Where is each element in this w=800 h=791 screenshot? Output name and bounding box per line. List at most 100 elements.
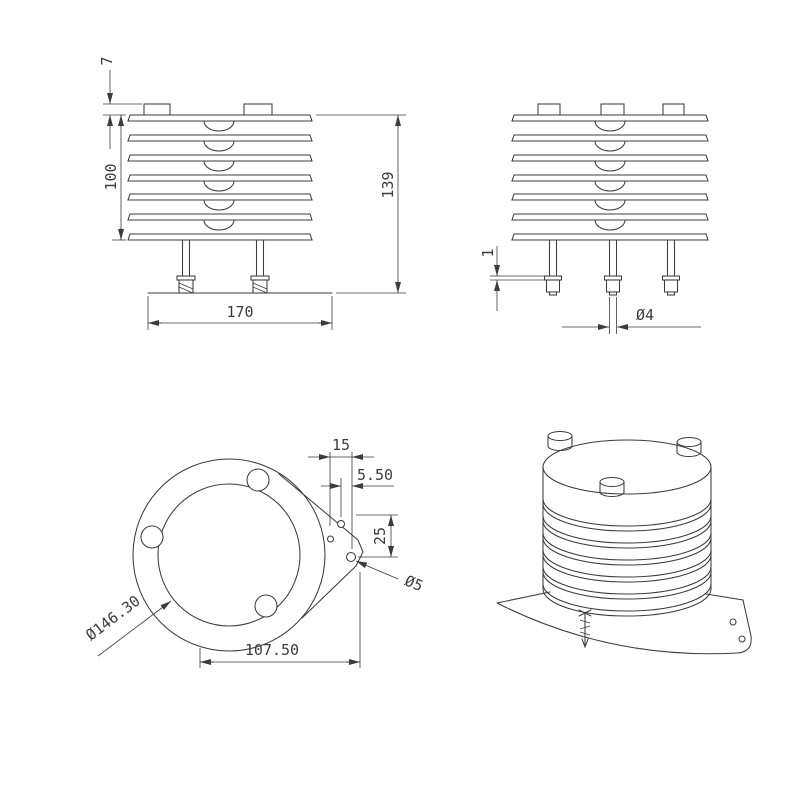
louver-rim: [542, 571, 712, 600]
leader-line: [355, 560, 399, 580]
louver-plate: [127, 233, 313, 241]
knob-base: [676, 451, 702, 458]
dim-shield-height: 100: [102, 115, 126, 241]
nut: [545, 279, 561, 293]
louver-plate: [127, 174, 313, 182]
louver-rim: [542, 515, 712, 544]
top-plate-ellipse: [542, 439, 712, 495]
louver-arc: [203, 199, 235, 211]
louver-rim: [542, 520, 712, 549]
dim-cap-height: 7: [98, 56, 142, 149]
bracket-hole: [336, 519, 346, 529]
plate-outline: [496, 591, 551, 604]
dim-label-washer-thickness: 1: [479, 248, 497, 257]
louver-arc: [203, 160, 235, 172]
bracket-edge: [278, 473, 359, 541]
louver-rim: [542, 583, 712, 612]
dim-bolt-diameter: Ø4: [562, 297, 701, 334]
isometric-view: [496, 430, 752, 655]
louver-rim: [542, 537, 712, 566]
cap: [537, 103, 561, 116]
louver-plate: [127, 114, 313, 122]
washer: [543, 275, 563, 281]
louver-plate: [127, 213, 313, 221]
front-view: 7 100 139 170: [98, 56, 406, 330]
dim-label-hole-offset: 5.50: [357, 466, 393, 484]
dim-label-base-width: 170: [226, 303, 253, 321]
cap: [662, 103, 685, 116]
nut: [178, 279, 194, 294]
dim-label-tip-to-hole: 15: [332, 436, 350, 454]
bolt-shaft: [666, 239, 676, 296]
louver-arc: [594, 199, 626, 211]
plate-outline: [705, 593, 752, 637]
knob: [599, 476, 625, 498]
plate-outline: [736, 635, 752, 654]
inner-circle: [157, 483, 301, 627]
top-view: 15 5.50 25 Ø5 Ø146.30: [82, 436, 426, 668]
dim-label-cap-height: 7: [98, 56, 116, 65]
nut: [252, 279, 268, 294]
louver-plate: [511, 213, 709, 221]
plate-hole: [729, 618, 737, 626]
knob-top: [547, 430, 573, 442]
bracket-edge: [301, 565, 357, 619]
louver-arc: [203, 180, 235, 192]
louver-arc: [594, 160, 626, 172]
dim-label-hole-diameter: Ø5: [402, 572, 426, 596]
bolt-shaft: [548, 239, 558, 296]
washer: [603, 275, 623, 281]
side-view: 1 Ø4: [479, 103, 709, 334]
cap: [143, 103, 171, 116]
dim-label-hole-spacing: 25: [371, 527, 389, 545]
louver-arc: [203, 120, 235, 132]
louver-plate: [511, 134, 709, 142]
dim-label-shield-height: 100: [102, 163, 120, 190]
louver-plate: [511, 193, 709, 201]
louver-arc: [203, 219, 235, 231]
bracket-hole: [326, 535, 335, 543]
knob: [547, 430, 573, 452]
dim-shield-diameter: Ø146.30: [82, 592, 172, 657]
louver-plate: [127, 193, 313, 201]
louver-plate: [511, 233, 709, 241]
washer: [661, 275, 681, 281]
leader-line: [97, 600, 172, 657]
mount-hole: [246, 468, 270, 492]
louver-plate: [511, 154, 709, 162]
dim-hole-offset: 5.50: [321, 466, 394, 517]
plate-hole: [738, 635, 746, 643]
louver-arc: [203, 140, 235, 152]
bracket-hole: [345, 551, 357, 563]
louver-arc: [594, 219, 626, 231]
dim-label-overall-height: 139: [379, 171, 397, 198]
knob-base: [599, 491, 625, 498]
louver-rim: [542, 566, 712, 595]
louver-arc: [594, 180, 626, 192]
mount-hole: [140, 525, 164, 549]
dim-overall-height: 139: [316, 114, 406, 294]
louver-plate: [511, 174, 709, 182]
nut: [663, 279, 679, 293]
louver-rim: [542, 588, 712, 617]
bolt-shaft: [608, 239, 618, 296]
screw-tip: [581, 638, 589, 649]
screw-thread: [579, 619, 591, 636]
dim-washer-thickness: 1: [479, 246, 544, 311]
louver-rim: [542, 503, 712, 532]
dim-hole-spacing: 25: [356, 514, 398, 558]
cap: [600, 103, 625, 116]
louver-plate: [127, 134, 313, 142]
dim-label-bracket-reach: 107.50: [245, 641, 299, 659]
dim-base-width: 170: [147, 296, 333, 330]
knob-base: [547, 445, 573, 452]
cap: [243, 103, 273, 116]
dim-label-shield-diameter: Ø146.30: [82, 592, 143, 644]
dim-label-bolt-diameter: Ø4: [636, 306, 654, 324]
louver-plate: [511, 114, 709, 122]
mount-hole: [254, 594, 278, 618]
outer-circle: [132, 458, 326, 652]
nut: [605, 279, 621, 293]
knob-top: [599, 476, 625, 488]
